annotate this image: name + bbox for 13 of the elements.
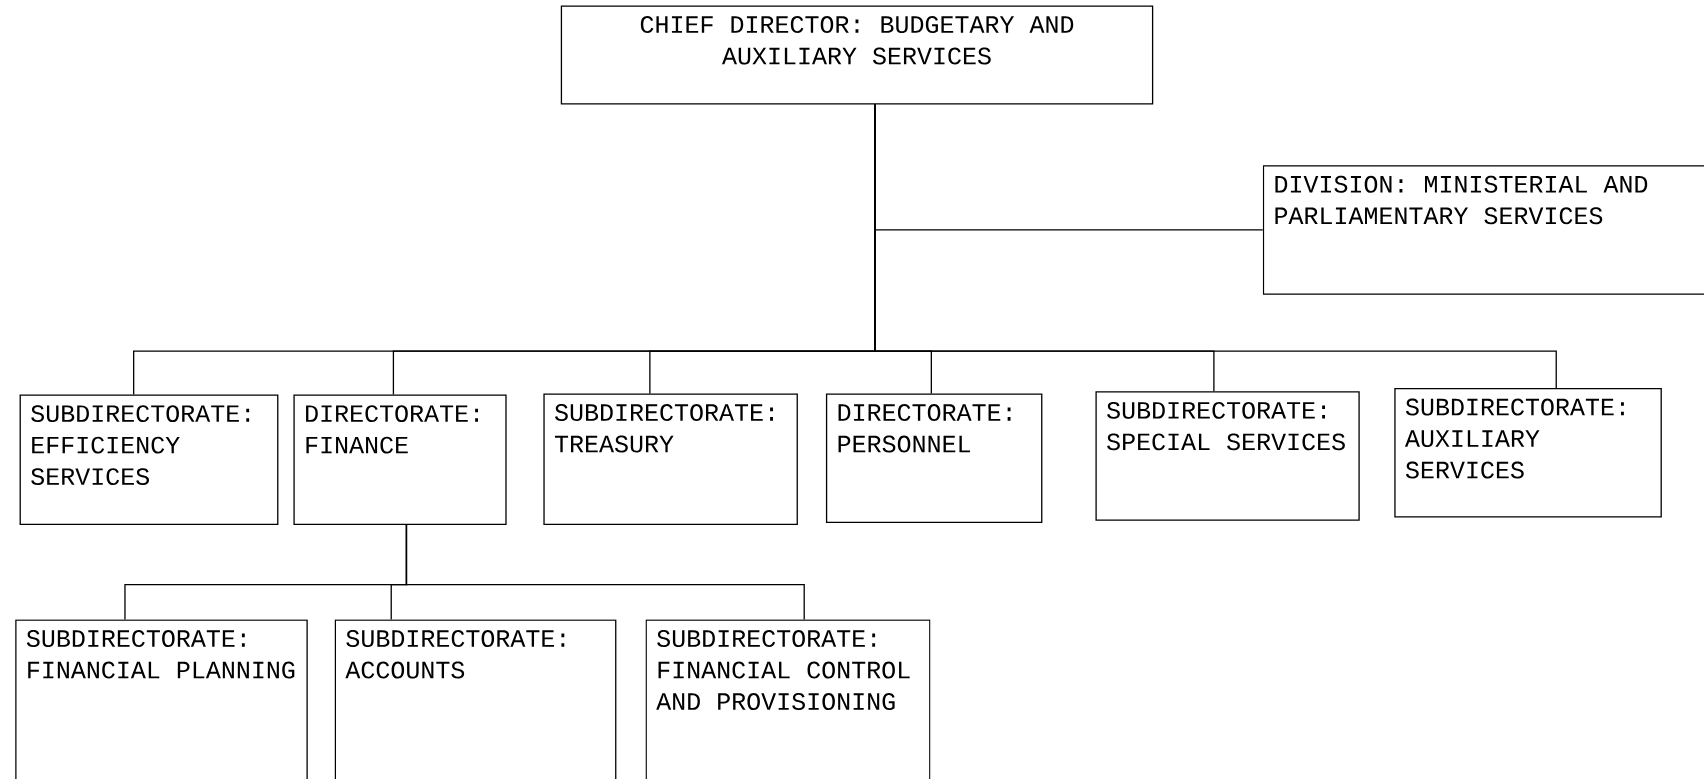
org-box: DIRECTORATE: PERSONNEL (825, 393, 1043, 523)
org-box: SUBDIRECTORATE: SPECIAL SERVICES (1095, 391, 1360, 521)
org-box: SUBDIRECTORATE: FINANCIAL PLANNING (15, 619, 308, 779)
org-box: SUBDIRECTORATE: ACCOUNTS (334, 619, 617, 779)
org-box: SUBDIRECTORATE: TREASURY (543, 393, 798, 526)
org-box: SUBDIRECTORATE: AUXILIARY SERVICES (1394, 387, 1662, 518)
org-box: SUBDIRECTORATE: FINANCIAL CONTROL AND PROVISIONING (645, 619, 931, 779)
connector-line (874, 103, 1557, 389)
org-box: SUBDIRECTORATE: EFFICIENCY SERVICES (19, 394, 279, 526)
connector-line (405, 524, 805, 621)
org-box: DIVISION: MINISTERIAL AND PARLIAMENTARY SERVICES (1262, 165, 1704, 295)
org-box: DIRECTORATE: FINANCE (293, 394, 507, 526)
org-box: CHIEF DIRECTOR: BUDGETARY AND AUXILIARY SERVICES (560, 5, 1154, 105)
